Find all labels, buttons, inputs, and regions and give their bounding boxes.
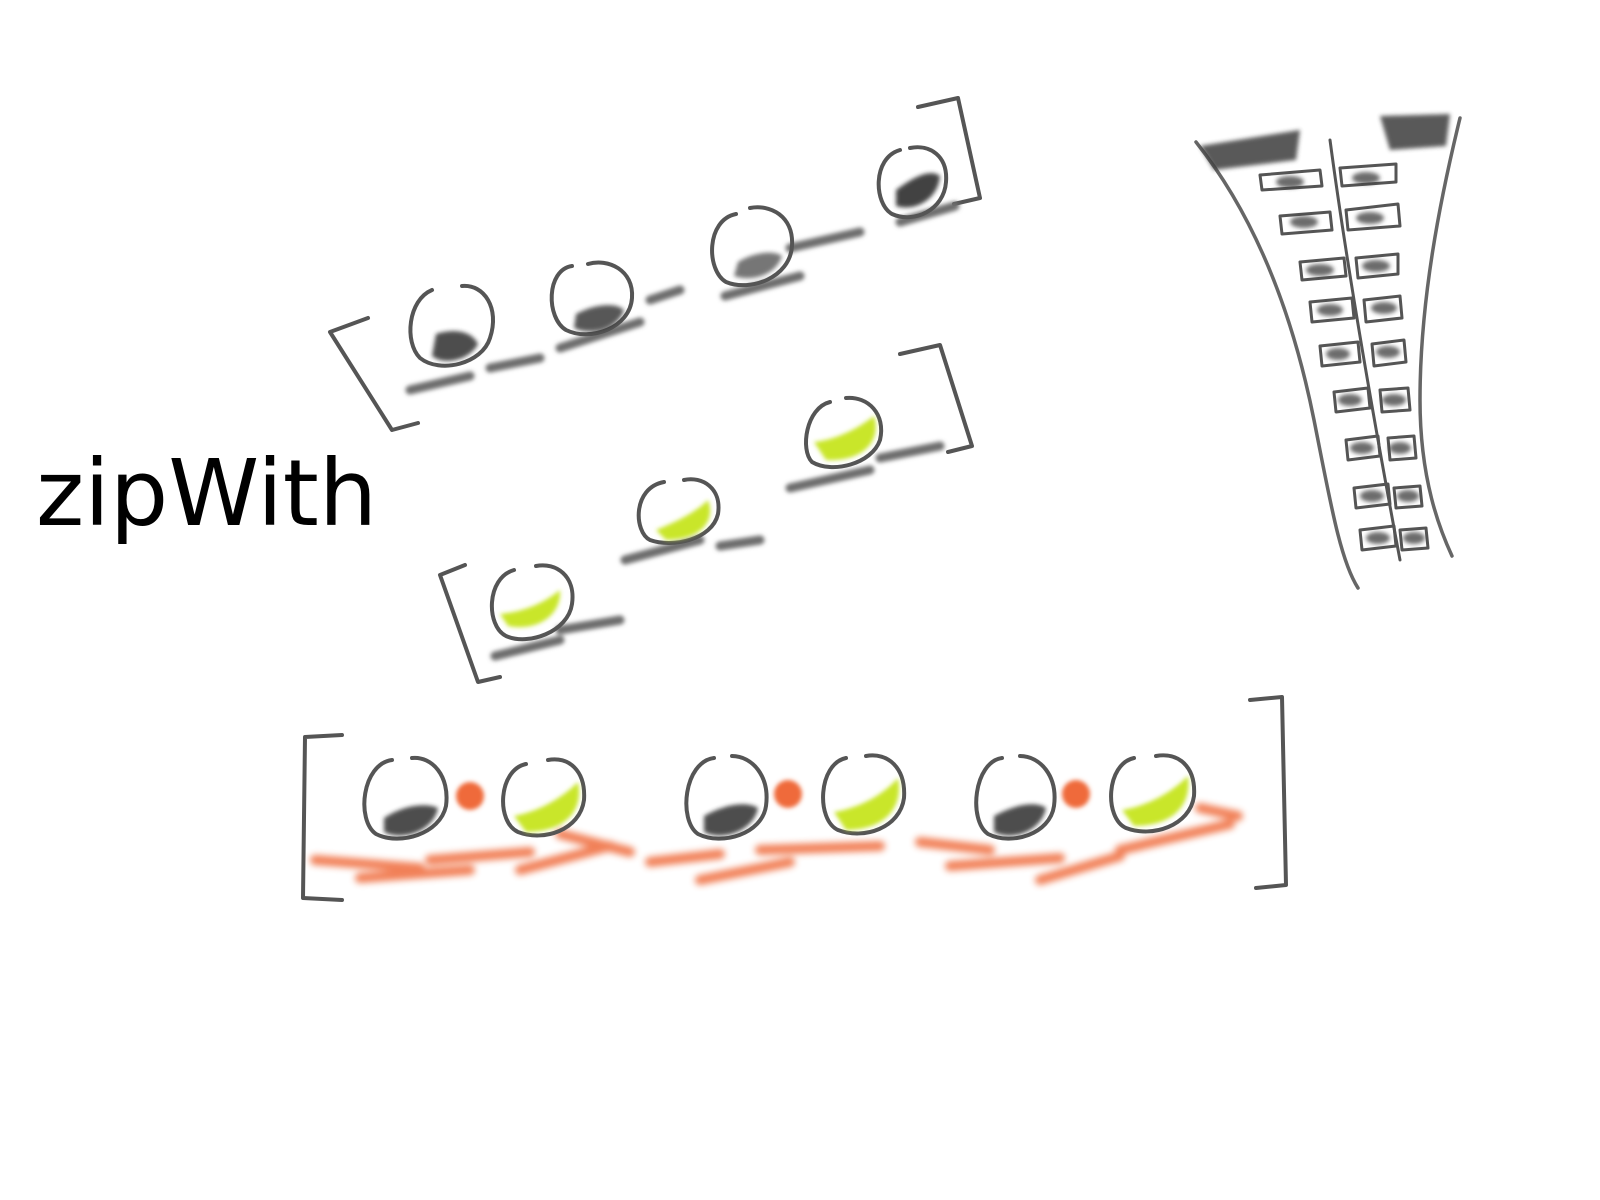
list-green-elements [438, 343, 974, 684]
dark-element-4 [876, 145, 949, 220]
right-bracket-icon [898, 343, 974, 454]
pair-underline-smudge [310, 803, 1243, 885]
green-element-2 [636, 477, 721, 545]
left-bracket-icon [328, 316, 420, 432]
result-pair-2 [684, 753, 907, 841]
green-element-3 [804, 395, 884, 470]
diagram-title: zipWith [36, 440, 378, 547]
right-bracket-icon [1248, 695, 1288, 890]
left-bracket-icon [301, 733, 344, 902]
combine-dot-icon [456, 782, 484, 810]
dark-element-1 [408, 283, 496, 368]
result-pair-3 [974, 753, 1197, 841]
dark-element-2 [549, 260, 635, 337]
list-baseline-smudge [490, 441, 945, 661]
list-baseline-smudge [405, 201, 960, 395]
list-dark-elements [328, 96, 982, 432]
result-pair-1 [362, 755, 587, 841]
list-result-pairs [301, 695, 1288, 902]
right-bracket-icon [916, 96, 982, 206]
left-bracket-icon [438, 563, 502, 684]
zipper-icon [1194, 114, 1462, 590]
combine-dot-icon [1062, 780, 1090, 808]
green-element-1 [490, 563, 575, 642]
dark-element-3 [710, 205, 795, 288]
combine-dot-icon [774, 780, 802, 808]
